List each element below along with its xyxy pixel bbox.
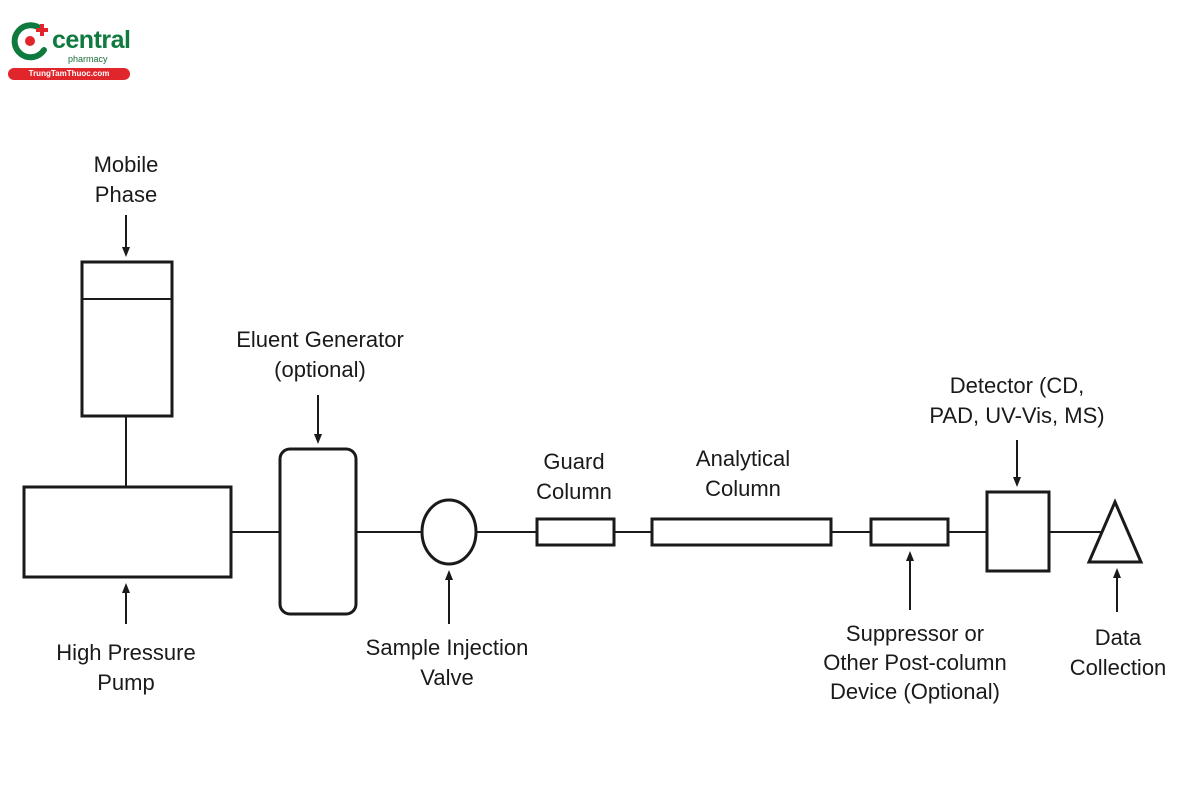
mobile-phase-label-1: Mobile	[94, 152, 159, 177]
injection-label-1: Sample Injection	[366, 635, 529, 660]
pump-label-1: High Pressure	[56, 640, 195, 665]
analytical-label-1: Analytical	[696, 446, 790, 471]
suppressor-label-1: Suppressor or	[846, 621, 984, 646]
data-label-1: Data	[1095, 625, 1142, 650]
suppressor-label-3: Device (Optional)	[830, 679, 1000, 704]
central-pharmacy-logo: central pharmacy TrungTamThuoc.com	[6, 20, 136, 82]
data-label-2: Collection	[1070, 655, 1167, 680]
logo-brand: central	[52, 26, 131, 54]
sample-injection-valve	[420, 498, 478, 566]
mobile-phase-label-2: Phase	[95, 182, 157, 207]
eluent-label-1: Eluent Generator	[236, 327, 404, 352]
flow-lines	[125, 416, 1103, 533]
eluent-generator-box	[278, 447, 358, 616]
pump-label-2: Pump	[97, 670, 154, 695]
logo-mark-icon	[11, 22, 48, 61]
high-pressure-pump-box	[22, 485, 233, 579]
guard-label-1: Guard	[543, 449, 604, 474]
guard-column-box	[535, 517, 616, 547]
arrows	[122, 215, 1121, 624]
injection-label-2: Valve	[420, 665, 473, 690]
components	[22, 260, 1144, 616]
analytical-column-box	[650, 517, 833, 547]
logo-tag: TrungTamThuoc.com	[8, 68, 130, 80]
detector-label-2: PAD, UV-Vis, MS)	[929, 403, 1104, 428]
mobile-phase-reservoir	[80, 260, 174, 418]
suppressor-label-2: Other Post-column	[823, 650, 1006, 675]
analytical-label-2: Column	[705, 476, 781, 501]
eluent-label-2: (optional)	[274, 357, 366, 382]
detector-box	[985, 490, 1051, 573]
guard-label-2: Column	[536, 479, 612, 504]
logo-sub: pharmacy	[68, 54, 108, 64]
suppressor-box	[869, 517, 950, 547]
detector-label-1: Detector (CD,	[950, 373, 1084, 398]
data-collection-triangle	[1086, 498, 1144, 564]
